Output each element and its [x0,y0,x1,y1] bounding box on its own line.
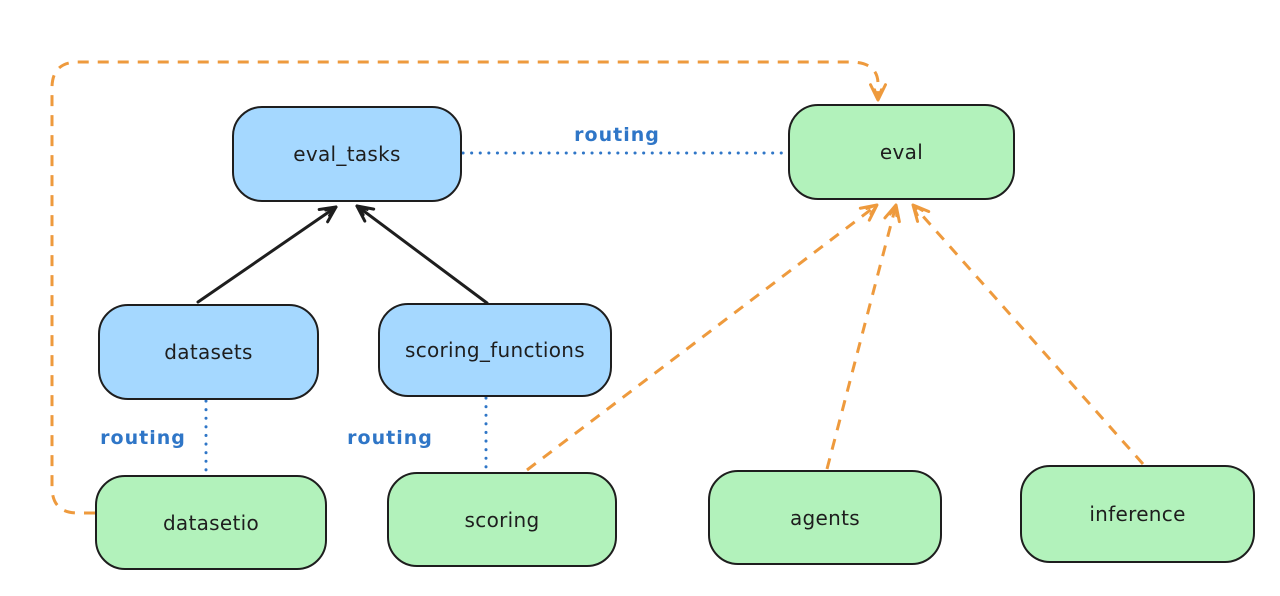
edge-scoring_functions-eval_tasks [355,204,489,305]
edge-scoring_functions-eval_tasks-arrowhead [355,204,369,217]
node-datasetio-label: datasetio [162,510,260,535]
node-inference-label: inference [1089,502,1186,526]
edge-datasetio-eval-arrowhead [873,88,883,102]
node-scoring-label: scoring [464,507,540,532]
node-scoring-functions: scoring_functions [378,303,612,397]
edge-scoring-eval [526,203,878,472]
edge-agents-eval-arrowhead [889,203,898,218]
node-eval-tasks: eval_tasks [232,106,462,202]
node-scoring: scoring [387,472,617,567]
edge-datasets-eval_tasks-arrowhead [324,205,338,217]
edge-datasets-eval_tasks [196,205,338,304]
node-eval: eval [788,104,1015,200]
node-agents: agents [708,470,942,565]
edge-label-routing: routing [347,427,433,449]
edge-inference-eval [911,204,1145,465]
node-eval-label: eval [879,140,924,164]
node-datasets: datasets [98,304,319,400]
edge-label-routing: routing [574,124,660,146]
node-inference: inference [1020,465,1255,563]
node-scoring-functions-label: scoring_functions [404,338,586,362]
edge-agents-eval [825,204,898,470]
node-eval-tasks-label: eval_tasks [293,142,401,166]
node-agents-label: agents [790,505,860,530]
edge-scoring-eval-arrowhead [865,203,879,216]
edge-inference-eval-arrowhead [911,203,924,217]
edge-label-routing: routing [100,427,186,449]
node-datasetio: datasetio [95,475,327,570]
node-datasets-label: datasets [164,340,253,364]
